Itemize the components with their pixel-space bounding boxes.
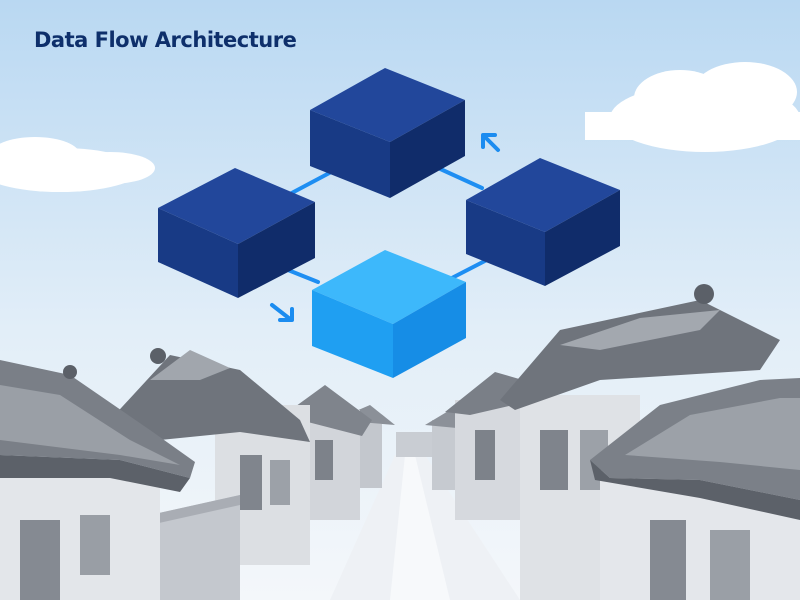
arrow-down-right-icon	[270, 303, 294, 322]
left-houses	[0, 348, 395, 600]
node-top[interactable]	[310, 68, 465, 198]
diagram-title: Data Flow Architecture	[34, 28, 297, 52]
node-left[interactable]	[158, 168, 315, 298]
node-active[interactable]	[312, 250, 466, 378]
cloud-left	[0, 137, 155, 192]
right-houses	[425, 284, 800, 600]
node-right[interactable]	[466, 158, 620, 286]
arrow-up-left-icon	[481, 133, 500, 152]
cloud-right	[585, 62, 800, 152]
street-center-strip	[390, 455, 450, 600]
distant-wall	[396, 432, 436, 457]
